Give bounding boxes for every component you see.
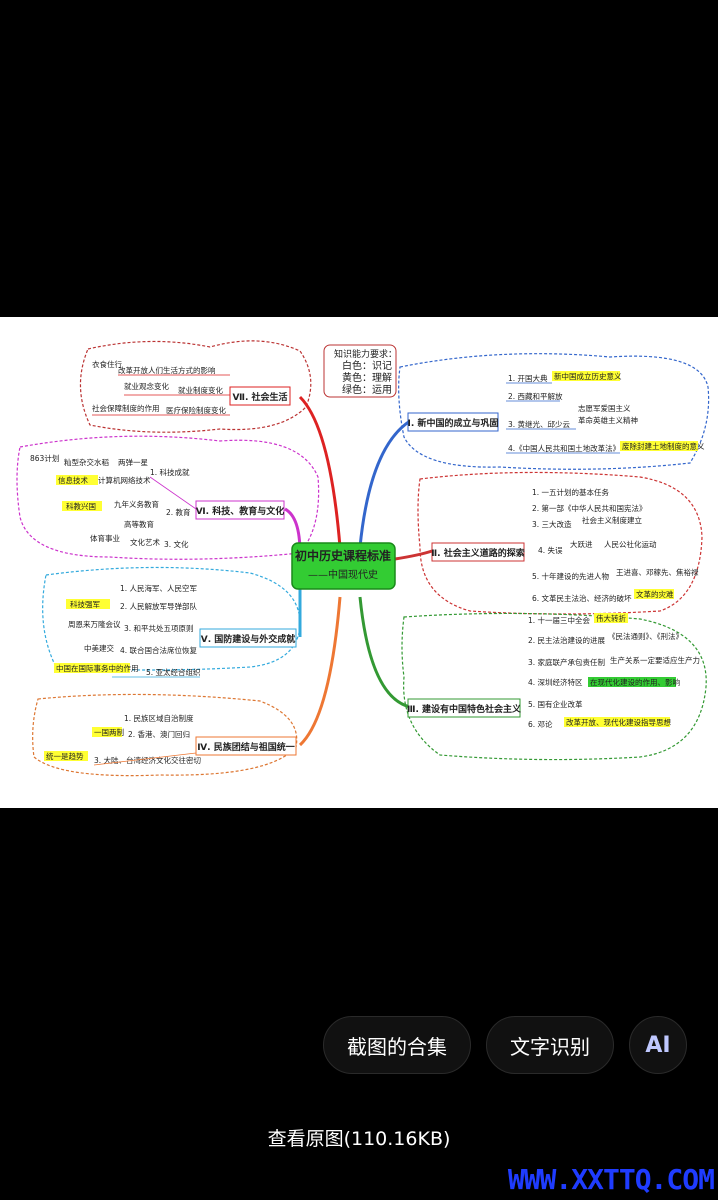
b5-l1: 1. 人民海军、人民空军: [120, 583, 197, 593]
watermark: WWW.XXTTQ.COM: [507, 1163, 715, 1196]
b2-l5: 5. 十年建设的先进人物: [532, 571, 610, 581]
b6-n1c: 863计划: [30, 453, 59, 463]
b2-l6: 6. 文革民主法治、经济的破坏: [532, 593, 632, 603]
b5-title: Ⅴ. 国防建设与外交成就: [201, 633, 296, 645]
b4-h3: 统一是趋势: [46, 751, 84, 761]
b2-n5: 王进喜、邓稼先、焦裕禄: [616, 567, 699, 577]
b2-n4a: 大跃进: [570, 539, 593, 549]
b6-n3a: 文化艺术: [130, 537, 160, 547]
b6-n3b: 体育事业: [90, 533, 120, 543]
b1-l1: 1. 开国大典: [508, 373, 548, 383]
b3-l4: 4. 深圳经济特区: [528, 677, 583, 687]
svg-text:黄色：理解: 黄色：理解: [342, 371, 392, 384]
b7-n2: 改革开放人们生活方式的影响: [118, 365, 216, 375]
b2-l3: 3. 三大改造: [532, 519, 572, 529]
b6-l1: 1. 科技成就: [150, 467, 190, 477]
b2-n3: 社会主义制度建立: [582, 515, 642, 525]
b6-n1a: 两弹一星: [118, 457, 148, 467]
b5-n4: 中美建交: [84, 643, 114, 653]
b3-h4: 在现代化建设的作用、影响: [590, 677, 680, 687]
b5-h2: 科技强军: [70, 599, 100, 609]
b3-n3: 生产关系一定要适应生产力: [610, 655, 700, 665]
b1-title: Ⅰ. 新中国的成立与巩固: [408, 417, 499, 429]
b1-h4: 废除封建土地制度的意义: [622, 441, 705, 451]
b3-h1: 伟大转折: [596, 613, 626, 623]
ai-button[interactable]: AI: [629, 1016, 687, 1074]
b5-h5: 中国在国际事务中的作用: [56, 663, 139, 673]
b5-l4: 4. 联合国合法席位恢复: [120, 645, 198, 655]
b1-l2: 2. 西藏和平解放: [508, 391, 563, 401]
image-viewer[interactable]: 知识能力要求： 白色：识记 黄色：理解 绿色：运用 初中历史课程标准 ——中国现…: [0, 317, 718, 808]
b6-l2: 2. 教育: [166, 507, 191, 517]
b6-l3: 3. 文化: [164, 539, 189, 549]
b1-n3a: 志愿军爱国主义: [578, 403, 631, 413]
center-subtitle: ——中国现代史: [308, 568, 378, 581]
b6-title: Ⅵ. 科技、教育与文化: [196, 505, 284, 517]
screenshot-collection-button[interactable]: 截图的合集: [323, 1016, 471, 1074]
center-node: [291, 542, 396, 590]
b5-l2: 2. 人民解放军导弹部队: [120, 601, 198, 611]
b2-l2: 2. 第一部《中华人民共和国宪法》: [532, 503, 647, 513]
b7-n4: 就业制度变化: [178, 385, 223, 395]
ai-icon: AI: [645, 1032, 671, 1058]
b5-l3: 3. 和平共处五项原则: [124, 623, 194, 633]
b5-l5: 5. 亚太经合组织: [146, 667, 201, 677]
b6-h1: 信息技术: [58, 475, 88, 485]
b6-n1b: 籼型杂交水稻: [64, 457, 109, 467]
b3-l2: 2. 民主法治建设的进展: [528, 635, 606, 645]
b3-h6: 改革开放、现代化建设指导思想: [566, 717, 671, 727]
b6-n1d: 计算机网络技术: [98, 475, 151, 485]
view-original-link[interactable]: 查看原图(110.16KB): [267, 1128, 451, 1150]
b7-n5: 社会保障制度的作用: [92, 403, 160, 413]
b1-h1: 新中国成立历史意义: [554, 371, 622, 381]
b3-l3: 3. 家庭联产承包责任制: [528, 657, 605, 667]
b5-n3: 周恩来万隆会议: [68, 619, 121, 629]
b2-l1: 1. 一五计划的基本任务: [532, 487, 610, 497]
b6-n2b: 高等教育: [124, 519, 154, 529]
svg-text:绿色：运用: 绿色：运用: [342, 383, 392, 396]
b1-n3b: 革命英雄主义精神: [578, 415, 638, 425]
svg-text:知识能力要求：: 知识能力要求：: [334, 348, 397, 360]
b3-l6: 6. 邓论: [528, 719, 553, 729]
text-recognition-button[interactable]: 文字识别: [486, 1016, 614, 1074]
b3-title: Ⅲ. 建设有中国特色社会主义: [407, 703, 522, 715]
b1-l3: 3. 黄继光、邱少云: [508, 419, 571, 429]
svg-text:白色：识记: 白色：识记: [342, 359, 392, 372]
b2-n4b: 人民公社化运动: [604, 539, 657, 549]
b7-title: Ⅶ. 社会生活: [232, 391, 287, 403]
b3-l1: 1. 十一届三中全会: [528, 615, 591, 625]
b4-h2: 一国两制: [94, 727, 124, 737]
b4-l3: 3. 大陆、台湾经济文化交往密切: [94, 755, 202, 765]
b4-title: Ⅳ. 民族团结与祖国统一: [197, 741, 294, 753]
b4-l2: 2. 香港、澳门回归: [128, 729, 190, 739]
b3-l5: 5. 国有企业改革: [528, 699, 583, 709]
b2-h6: 文革的灾难: [636, 589, 674, 599]
b1-l4: 4.《中国人民共和国土地改革法》: [508, 443, 620, 453]
b6-n2a: 九年义务教育: [114, 499, 159, 509]
b6-h2: 科教兴国: [66, 501, 96, 511]
b2-l4: 4. 失误: [538, 545, 563, 555]
b7-n3: 就业观念变化: [124, 381, 169, 391]
b7-n6: 医疗保险制度变化: [166, 405, 226, 415]
mindmap-image: 知识能力要求： 白色：识记 黄色：理解 绿色：运用 初中历史课程标准 ——中国现…: [16, 340, 710, 777]
b7-n1: 衣食住行: [92, 359, 122, 369]
b4-l1: 1. 民族区域自治制度: [124, 713, 194, 723]
b2-title: Ⅱ. 社会主义道路的探索: [431, 547, 524, 559]
b3-n2: 《民法通则》、《刑法》: [608, 631, 683, 641]
center-title: 初中历史课程标准: [295, 548, 391, 563]
